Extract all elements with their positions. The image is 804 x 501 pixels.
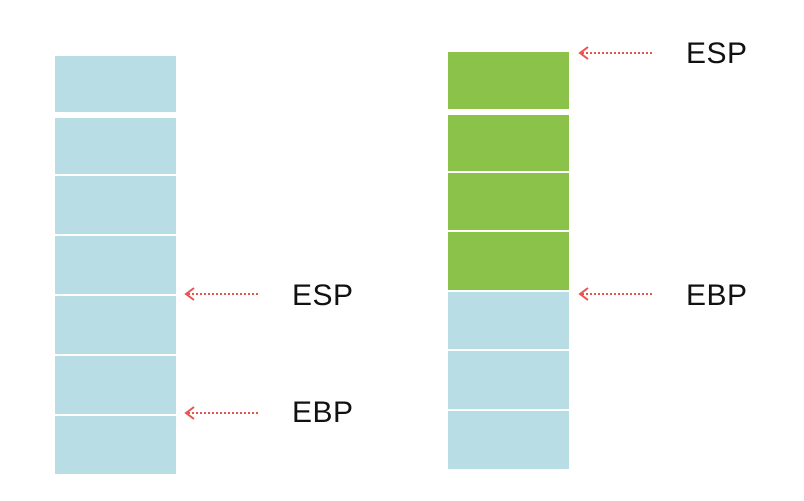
stack-before-cell: [55, 416, 176, 474]
stack-after-cell: [448, 115, 569, 171]
stack-before-cell: [55, 296, 176, 354]
stack-after-cell: [448, 173, 569, 230]
esp-label-after: ESP: [686, 37, 748, 70]
ebp-label-before: EBP: [292, 396, 354, 429]
stack-after-cell: [448, 232, 569, 290]
esp-label-before: ESP: [292, 279, 354, 312]
esp-pointer-arrow-before: [184, 287, 260, 301]
stack-before-cell: [55, 236, 176, 294]
ebp-pointer-arrow-after: [578, 287, 654, 301]
stack-before-cell: [55, 176, 176, 234]
ebp-pointer-arrow-before: [184, 406, 260, 420]
stack-before-cell: [55, 118, 176, 174]
ebp-label-after: EBP: [686, 279, 748, 312]
stack-after-cell: [448, 351, 569, 409]
stack-after-cell: [448, 411, 569, 469]
stack-after-cell: [448, 52, 569, 109]
stack-after-cell: [448, 292, 569, 349]
stack-before-cell: [55, 56, 176, 112]
stack-before-cell: [55, 356, 176, 414]
esp-pointer-arrow-after: [578, 46, 654, 60]
